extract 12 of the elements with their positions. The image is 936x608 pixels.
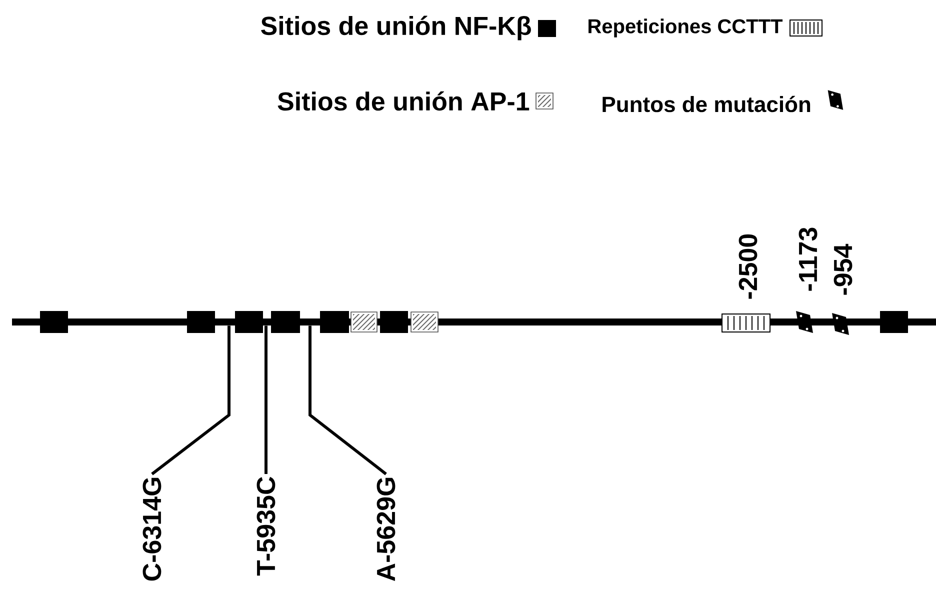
- legend-label: Sitios de unión NF-Kβ: [261, 16, 531, 40]
- legend-label: Sitios de unión AP-1: [278, 91, 530, 111]
- leader-line: [151, 326, 230, 476]
- leader-line: [264, 326, 268, 474]
- mutation-label: C-6314G: [142, 478, 162, 581]
- mutation-label: T-5935C: [256, 476, 276, 576]
- mutation-label: A-5629G: [376, 478, 396, 582]
- legend-label: Puntos de mutación: [602, 96, 810, 112]
- position-label: -954: [834, 244, 852, 295]
- leader-line: [308, 326, 387, 476]
- legend-label: Repeticiones CCTTT: [588, 18, 783, 38]
- position-label: -1173: [798, 228, 818, 291]
